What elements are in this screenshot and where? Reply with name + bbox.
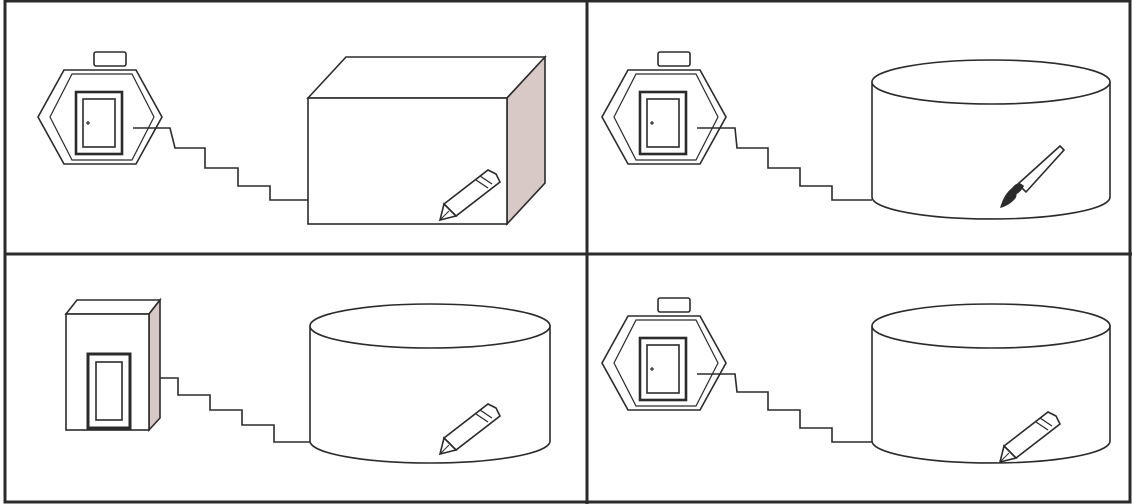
cylinder-icon [871,59,1111,220]
cylinder-icon [309,303,551,464]
cylinder-icon [871,303,1111,464]
hexagonal-terminal-icon [36,50,164,166]
cabinet-terminal-icon [64,297,162,433]
stepped-connector [697,373,872,443]
panel-bottom-left [64,297,551,464]
stepped-connector [697,127,872,201]
hexagonal-terminal-icon [600,296,728,412]
panel-grid [3,0,1132,504]
panel-bottom-right [600,296,1111,464]
panel-top-left [36,50,547,227]
hexagonal-terminal-icon [600,50,728,166]
stepped-connector [160,377,310,443]
outer-frame [3,0,1132,504]
stepped-connector [133,127,308,201]
panel-top-right [600,50,1111,220]
box-icon [306,54,547,227]
